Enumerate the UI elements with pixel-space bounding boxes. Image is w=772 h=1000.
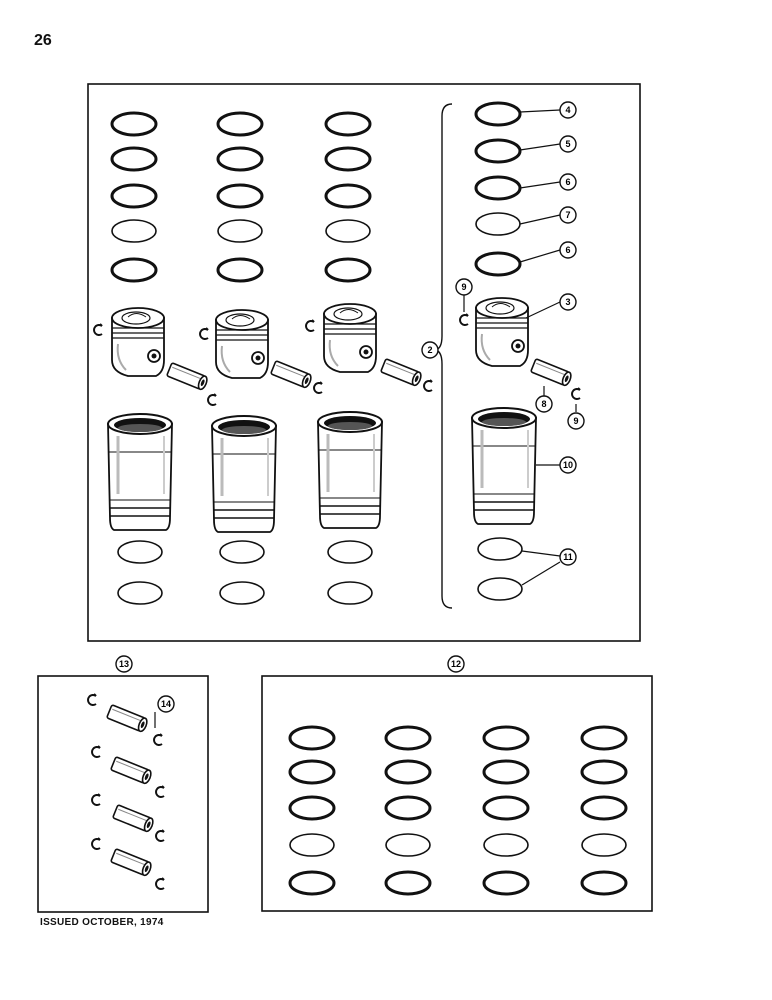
svg-text:14: 14: [161, 699, 171, 709]
callout-9-lower: 9: [567, 412, 585, 430]
main-frame: [87, 83, 641, 642]
svg-text:12: 12: [451, 659, 461, 669]
svg-text:2: 2: [427, 345, 432, 355]
callout-8: 8: [535, 395, 553, 413]
svg-text:7: 7: [565, 210, 570, 220]
page-number: 26: [34, 32, 52, 49]
callout-14: 14: [157, 695, 175, 713]
cylinder-kit-column-3: [305, 111, 433, 605]
svg-text:6: 6: [565, 245, 570, 255]
callout-11: 11: [559, 548, 577, 566]
cylinder-kit-column-1: [93, 111, 217, 605]
cylinder-kit-column-2: [199, 111, 323, 605]
svg-text:9: 9: [461, 282, 466, 292]
pin-kit-items: [87, 693, 165, 890]
pin-kit-frame: [37, 675, 209, 913]
svg-text:8: 8: [541, 399, 546, 409]
callout-13: 13: [115, 655, 133, 673]
callout-12: 12: [447, 655, 465, 673]
svg-text:11: 11: [563, 552, 573, 562]
svg-text:4: 4: [565, 105, 570, 115]
svg-text:10: 10: [563, 460, 573, 470]
callout-4: 4: [559, 101, 577, 119]
kit-bracket: [433, 103, 453, 609]
callout-10: 10: [559, 456, 577, 474]
svg-text:13: 13: [119, 659, 129, 669]
svg-text:6: 6: [565, 177, 570, 187]
callout-3: 3: [559, 293, 577, 311]
callout-6-second: 6: [559, 241, 577, 259]
callout-2: 2: [421, 341, 439, 359]
callout-7: 7: [559, 206, 577, 224]
callout-6: 6: [559, 173, 577, 191]
leader-lines: [154, 109, 577, 728]
callout-9-upper: 9: [455, 278, 473, 296]
svg-text:9: 9: [573, 416, 578, 426]
issued-date-note: ISSUED OCTOBER, 1974: [40, 917, 164, 928]
ring-kit-frame: [261, 675, 653, 912]
callout-5: 5: [559, 135, 577, 153]
svg-text:3: 3: [565, 297, 570, 307]
ring-kit-rings: [288, 725, 628, 896]
svg-text:5: 5: [565, 139, 570, 149]
